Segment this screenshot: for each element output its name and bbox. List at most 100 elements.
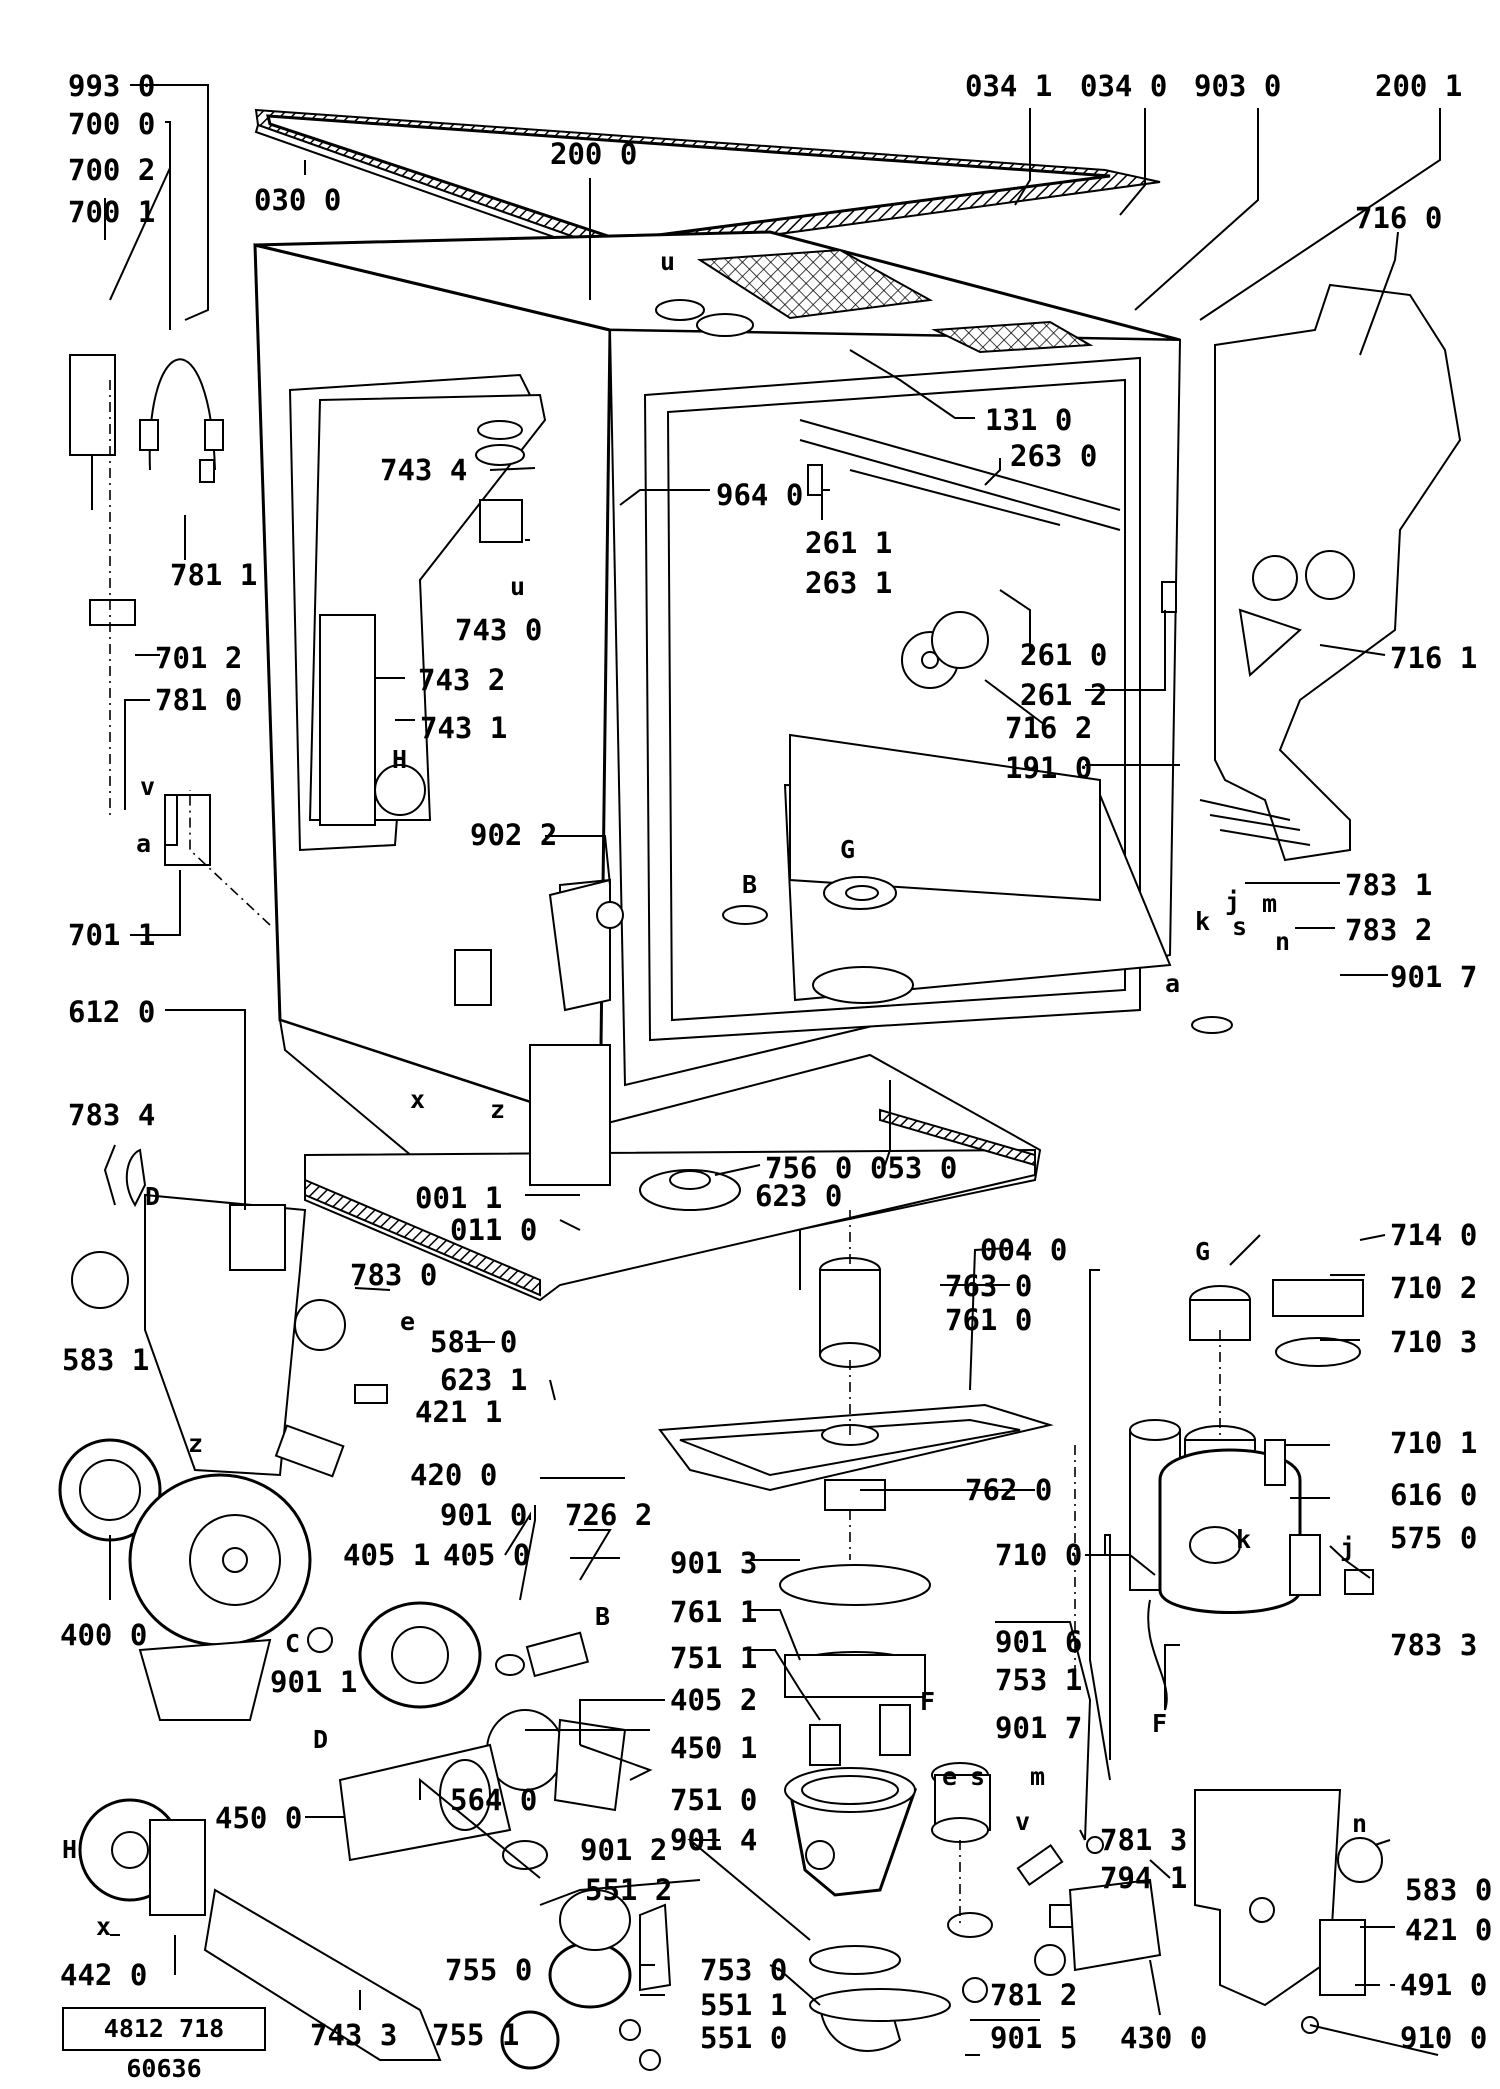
part-label: 030 0 — [254, 183, 341, 217]
part-label: 901 3 — [670, 1546, 757, 1580]
letter-label: e — [400, 1307, 415, 1336]
letter-label: m — [1030, 1762, 1045, 1791]
cabinet-body — [253, 230, 1182, 1302]
part-label: 263 1 — [805, 566, 892, 600]
part-label: 450 1 — [670, 1731, 757, 1765]
part-label: 783 1 — [1345, 868, 1432, 902]
part-label: 710 2 — [1390, 1271, 1477, 1305]
letter-label: x — [96, 1912, 111, 1941]
part-label: 751 0 — [670, 1783, 757, 1817]
part-label: 743 1 — [420, 711, 507, 745]
part-label: 901 6 — [995, 1625, 1082, 1659]
part-label: 420 0 — [410, 1458, 497, 1492]
letter-label: u — [510, 572, 525, 601]
part-label: 710 0 — [995, 1538, 1082, 1572]
letter-label: H — [62, 1835, 77, 1864]
part-label: 701 1 — [68, 918, 155, 952]
part-label: 200 0 — [550, 137, 637, 171]
part-label: 583 0 — [1405, 1873, 1492, 1907]
part-label: 421 0 — [1405, 1913, 1492, 1947]
part-label: 405 0 — [443, 1538, 530, 1572]
letter-label: v — [1015, 1807, 1030, 1836]
part-label: 583 1 — [62, 1343, 149, 1377]
part-label: 714 0 — [1390, 1218, 1477, 1252]
letter-label: a — [136, 829, 151, 858]
letter-label: B — [742, 870, 757, 899]
letter-label: j — [1225, 887, 1240, 916]
part-label: 421 1 — [415, 1395, 502, 1429]
part-label: 761 0 — [945, 1303, 1032, 1337]
part-label: 901 7 — [1390, 960, 1477, 994]
part-label: 783 2 — [1345, 913, 1432, 947]
part-label: 781 2 — [990, 1978, 1077, 2012]
part-label: 901 0 — [440, 1498, 527, 1532]
part-label: 612 0 — [68, 995, 155, 1029]
part-label: 910 0 — [1400, 2021, 1487, 2055]
part-label: 701 2 — [155, 641, 242, 675]
part-label: 753 0 — [700, 1953, 787, 1987]
letter-labels: u u v a H x z B G D e z C D B j k s m n … — [62, 247, 1367, 1941]
letter-label: D — [313, 1725, 328, 1754]
part-label: 575 0 — [1390, 1521, 1477, 1555]
part-label: 011 0 — [450, 1213, 537, 1247]
part-label: 783 4 — [68, 1098, 155, 1132]
part-label: 430 0 — [1120, 2021, 1207, 2055]
part-label: 763 0 — [945, 1269, 1032, 1303]
letter-label: B — [595, 1602, 610, 1631]
part-label: 901 4 — [670, 1823, 757, 1857]
part-label: 710 3 — [1390, 1325, 1477, 1359]
part-label: 781 1 — [170, 558, 257, 592]
part-label: 623 1 — [440, 1363, 527, 1397]
part-label: 903 0 — [1194, 69, 1281, 103]
center-components — [658, 1257, 1162, 2052]
letter-label: C — [285, 1629, 300, 1658]
part-label: 263 0 — [1010, 439, 1097, 473]
part-label: 901 1 — [270, 1665, 357, 1699]
part-label: 761 1 — [670, 1595, 757, 1629]
part-label: 551 1 — [700, 1988, 787, 2022]
worktop-panel — [254, 108, 1161, 264]
letter-label: F — [1152, 1709, 1167, 1738]
part-label: 716 2 — [1005, 711, 1092, 745]
letter-label: s — [1232, 912, 1247, 941]
part-label: 405 1 — [343, 1538, 430, 1572]
part-label: 053 0 — [870, 1151, 957, 1185]
letter-label: n — [1352, 1809, 1367, 1838]
part-label: 901 2 — [580, 1833, 667, 1867]
part-label: 710 1 — [1390, 1426, 1477, 1460]
part-label: 901 5 — [990, 2021, 1077, 2055]
letter-label: v — [140, 772, 155, 801]
part-label: 034 1 — [965, 69, 1052, 103]
letter-label: j — [1340, 1533, 1355, 1562]
part-label: 794 1 — [1100, 1861, 1187, 1895]
part-label: 743 4 — [380, 453, 467, 487]
part-label: 261 1 — [805, 526, 892, 560]
part-labels: 993 0 700 0 700 2 700 1 030 0 200 0 034 … — [60, 69, 1492, 2055]
part-label: 004 0 — [980, 1233, 1067, 1267]
part-label: 743 3 — [310, 2018, 397, 2052]
part-label: 700 0 — [68, 107, 155, 141]
part-label: 442 0 — [60, 1958, 147, 1992]
drawing-number: 4812 718 60636 — [62, 2007, 266, 2083]
part-label: 783 0 — [350, 1258, 437, 1292]
part-label: 581 0 — [430, 1325, 517, 1359]
part-label: 261 2 — [1020, 678, 1107, 712]
part-label: 993 0 — [68, 69, 155, 103]
part-label: 781 3 — [1100, 1823, 1187, 1857]
part-label: 751 1 — [670, 1641, 757, 1675]
part-label: 781 0 — [155, 683, 242, 717]
left-components — [58, 354, 672, 2071]
part-label: 700 2 — [68, 153, 155, 187]
part-label: 616 0 — [1390, 1478, 1477, 1512]
letter-label: s — [970, 1762, 985, 1791]
letter-label: n — [1275, 927, 1290, 956]
part-label: 131 0 — [985, 403, 1072, 437]
letter-label: e — [942, 1762, 957, 1791]
part-label: 551 0 — [700, 2021, 787, 2055]
part-label: 753 1 — [995, 1663, 1082, 1697]
part-label: 450 0 — [215, 1801, 302, 1835]
part-label: 901 7 — [995, 1711, 1082, 1745]
part-label: 001 1 — [415, 1181, 502, 1215]
letter-label: k — [1236, 1525, 1251, 1554]
